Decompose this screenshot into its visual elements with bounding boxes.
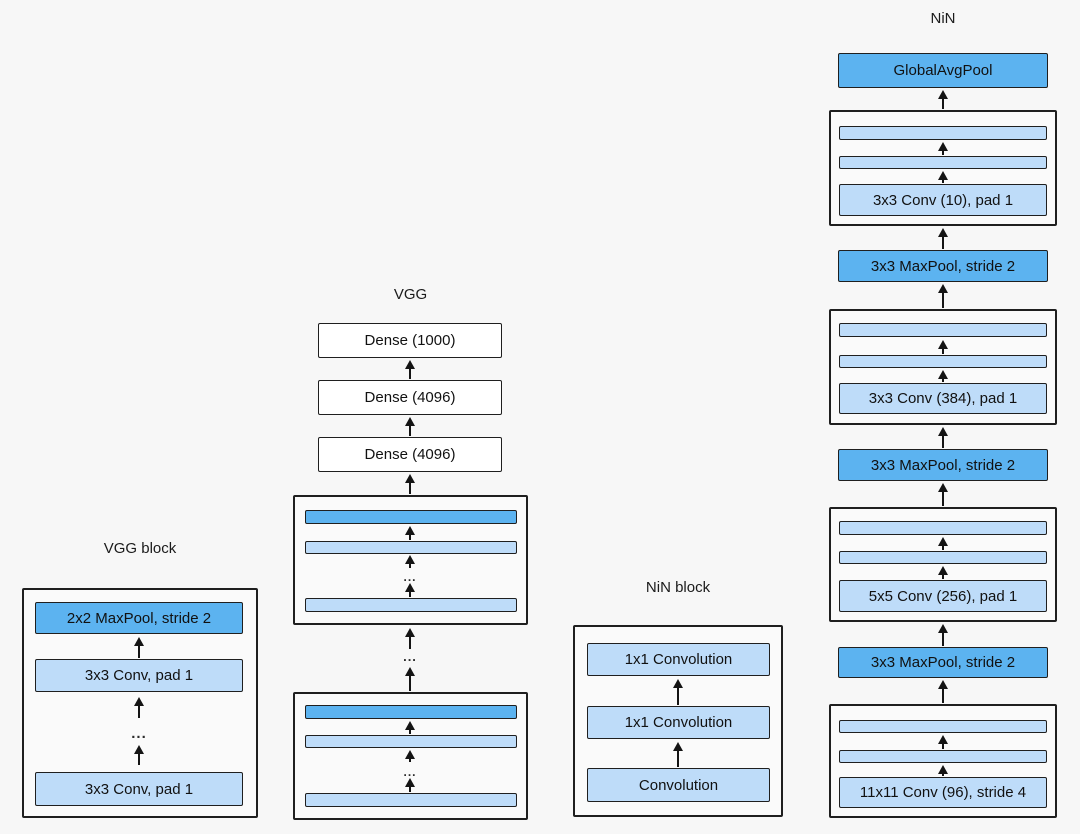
up-arrow-icon (134, 697, 144, 718)
up-arrow-icon (938, 680, 948, 703)
maxpool-bar (305, 705, 517, 719)
conv-node: 11x11 Conv (96), stride 4 (839, 777, 1047, 808)
up-arrow-icon (134, 745, 144, 765)
conv-node: 5x5 Conv (256), pad 1 (839, 580, 1047, 612)
up-arrow-icon (938, 624, 948, 646)
up-arrow-icon (938, 483, 948, 506)
conv1x1-bar (839, 126, 1047, 140)
conv-node: 3x3 Conv, pad 1 (35, 659, 243, 692)
conv-node: Convolution (587, 768, 770, 802)
up-arrow-icon (405, 667, 415, 691)
maxpool-node: 3x3 MaxPool, stride 2 (838, 647, 1048, 678)
conv1x1-bar (839, 521, 1047, 535)
up-arrow-icon (938, 370, 948, 382)
maxpool-node: 2x2 MaxPool, stride 2 (35, 602, 243, 634)
up-arrow-icon (938, 90, 948, 109)
maxpool-node: 3x3 MaxPool, stride 2 (838, 250, 1048, 282)
up-arrow-icon (405, 417, 415, 436)
maxpool-bar (305, 510, 517, 524)
up-arrow-icon (938, 427, 948, 448)
conv-node: 3x3 Conv (384), pad 1 (839, 383, 1047, 414)
conv1x1-bar (839, 355, 1047, 368)
conv-bar (305, 793, 517, 807)
up-arrow-icon (405, 360, 415, 379)
up-arrow-icon (673, 679, 683, 705)
ellipsis: ... (403, 765, 417, 779)
conv1x1-node: 1x1 Convolution (587, 706, 770, 739)
up-arrow-icon (405, 555, 415, 568)
up-arrow-icon (938, 340, 948, 354)
conv1x1-node: 1x1 Convolution (587, 643, 770, 676)
conv-bar (305, 541, 517, 554)
vgg-block-title: VGG block (103, 540, 177, 557)
conv1x1-bar (839, 323, 1047, 337)
up-arrow-icon (405, 628, 415, 649)
dense-node: Dense (1000) (318, 323, 502, 358)
conv-bar (305, 598, 517, 612)
up-arrow-icon (938, 537, 948, 550)
up-arrow-icon (134, 637, 144, 658)
up-arrow-icon (938, 228, 948, 249)
up-arrow-icon (938, 171, 948, 183)
conv-bar (305, 735, 517, 748)
conv1x1-bar (839, 551, 1047, 564)
conv-node: 3x3 Conv (10), pad 1 (839, 184, 1047, 216)
ellipsis: ... (403, 570, 417, 584)
up-arrow-icon (405, 526, 415, 540)
up-arrow-icon (938, 735, 948, 749)
conv1x1-bar (839, 720, 1047, 733)
nin-title: NiN (930, 10, 956, 27)
nin-block-title: NiN block (645, 579, 711, 596)
up-arrow-icon (938, 284, 948, 308)
ellipsis: ... (403, 649, 417, 664)
up-arrow-icon (673, 742, 683, 767)
up-arrow-icon (405, 750, 415, 762)
ellipsis: ... (131, 725, 147, 742)
conv1x1-bar (839, 750, 1047, 763)
maxpool-node: 3x3 MaxPool, stride 2 (838, 449, 1048, 481)
up-arrow-icon (405, 721, 415, 734)
up-arrow-icon (405, 778, 415, 792)
vgg-title: VGG (393, 286, 428, 303)
up-arrow-icon (938, 765, 948, 776)
up-arrow-icon (405, 474, 415, 494)
conv-node: 3x3 Conv, pad 1 (35, 772, 243, 806)
up-arrow-icon (938, 566, 948, 579)
up-arrow-icon (405, 583, 415, 597)
dense-node: Dense (4096) (318, 380, 502, 415)
up-arrow-icon (938, 142, 948, 155)
dense-node: Dense (4096) (318, 437, 502, 472)
conv1x1-bar (839, 156, 1047, 169)
global-avg-pool-node: GlobalAvgPool (838, 53, 1048, 88)
